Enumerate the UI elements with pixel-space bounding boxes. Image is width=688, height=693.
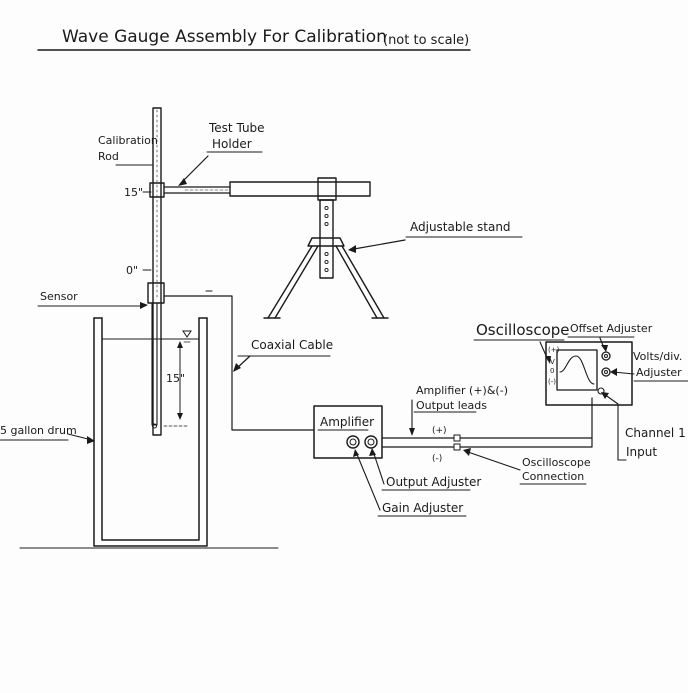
scope-scale-zero: 0	[550, 367, 554, 375]
volts-div-arrowhead	[610, 368, 617, 376]
output-adjuster-knob-inner	[367, 438, 375, 446]
drum-wall-outer	[101, 317, 200, 541]
drum-label: 5 gallon drum	[0, 424, 77, 437]
volts-div-label-2: Adjuster	[636, 366, 682, 379]
mark-0-label: 0"	[126, 264, 138, 277]
stand-horizontal-bar	[229, 181, 371, 197]
amp-leads-label-2: Output leads	[416, 399, 487, 412]
oscilloscope-screen	[556, 349, 598, 391]
amp-leads-label-1: Amplifier (+)&(-)	[416, 384, 508, 397]
test-tube-holder-label-2: Holder	[212, 137, 252, 151]
volts-div-label-1: Volts/div.	[633, 350, 682, 363]
stand-arrow	[353, 239, 406, 250]
rod-clamp	[149, 182, 165, 198]
coaxial-cable-label: Coaxial Cable	[251, 338, 333, 352]
output-adjuster-arrowhead	[369, 448, 376, 456]
amplifier-box	[313, 405, 383, 459]
gain-adjuster-arrowhead	[353, 449, 359, 457]
mark-15-label: 15"	[124, 186, 143, 199]
oscilloscope-waveform	[559, 355, 595, 385]
sensor-probe	[151, 302, 158, 426]
volts-div-knob[interactable]	[601, 367, 611, 377]
stand-leg-right	[335, 245, 385, 319]
osc-connection-arrow	[467, 451, 521, 471]
depth-arrow-bottom	[177, 413, 183, 420]
drum-arrowhead	[87, 436, 95, 444]
offset-adjuster-knob-inner	[604, 354, 608, 358]
plus-connector	[453, 434, 461, 442]
channel-1-input-jack[interactable]	[597, 387, 605, 395]
adjustable-stand-label: Adjustable stand	[410, 220, 511, 234]
drum-wall-inner	[93, 317, 208, 547]
stand-tripod-head	[307, 237, 345, 247]
output-adjuster-arrow	[372, 450, 385, 485]
scope-scale-bottom: (-)	[548, 378, 556, 386]
holder-arrowhead	[178, 178, 187, 186]
volts-div-knob-inner	[604, 370, 608, 374]
calibration-rod-label-1: Calibration	[98, 134, 158, 147]
output-adjuster-label: Output Adjuster	[386, 475, 481, 489]
plus-label: (+)	[432, 426, 447, 436]
gain-adjuster-arrow	[355, 451, 381, 511]
calibration-rod	[152, 107, 162, 436]
channel-1-cable-minus	[459, 437, 593, 448]
scope-scale-top: (+)	[548, 346, 560, 354]
depth-15-label: 15"	[166, 372, 185, 385]
coaxial-cable	[163, 295, 315, 431]
depth-arrow-top	[177, 341, 183, 348]
osc-connection-label-1: Oscilloscope	[522, 456, 591, 469]
channel-1-label-1: Channel 1	[625, 426, 686, 440]
sensor-arrowhead	[140, 302, 148, 309]
calibration-rod-label-2: Rod	[98, 150, 119, 163]
osc-connection-arrowhead	[463, 448, 471, 456]
coaxial-arrowhead	[233, 363, 241, 372]
sensor-probe-tip	[152, 423, 157, 429]
osc-connection-label-2: Connection	[522, 470, 584, 483]
gain-adjuster-knob-inner	[349, 438, 357, 446]
offset-adjuster-label: Offset Adjuster	[570, 322, 653, 335]
stand-post	[319, 199, 334, 279]
amplifier-label: Amplifier	[320, 415, 374, 429]
channel-1-leader	[617, 403, 627, 461]
minus-connector	[453, 443, 461, 451]
amp-leads-arrowhead	[409, 428, 415, 436]
gain-adjuster-knob[interactable]	[346, 435, 360, 449]
channel-1-label-2: Input	[626, 445, 657, 459]
sensor-label: Sensor	[40, 290, 78, 303]
offset-adjuster-knob[interactable]	[601, 351, 611, 361]
stand-leg-left	[267, 245, 319, 319]
minus-label: (-)	[432, 454, 442, 464]
holder-arrow	[180, 155, 209, 184]
stand-arrowhead	[348, 245, 356, 253]
offset-adjuster-arrowhead	[601, 345, 608, 352]
stand-holes	[324, 205, 329, 273]
gain-adjuster-label: Gain Adjuster	[382, 501, 463, 515]
scope-scale-v: V	[550, 358, 555, 366]
channel-1-arrowhead	[601, 392, 609, 399]
diagram-subtitle: (not to scale)	[383, 33, 469, 48]
oscilloscope-label: Oscilloscope	[476, 321, 570, 339]
test-tube-holder-label-1: Test Tube	[208, 121, 265, 135]
output-adjuster-knob[interactable]	[364, 435, 378, 449]
water-level-symbol	[182, 330, 192, 338]
diagram-title: Wave Gauge Assembly For Calibration	[62, 27, 387, 47]
